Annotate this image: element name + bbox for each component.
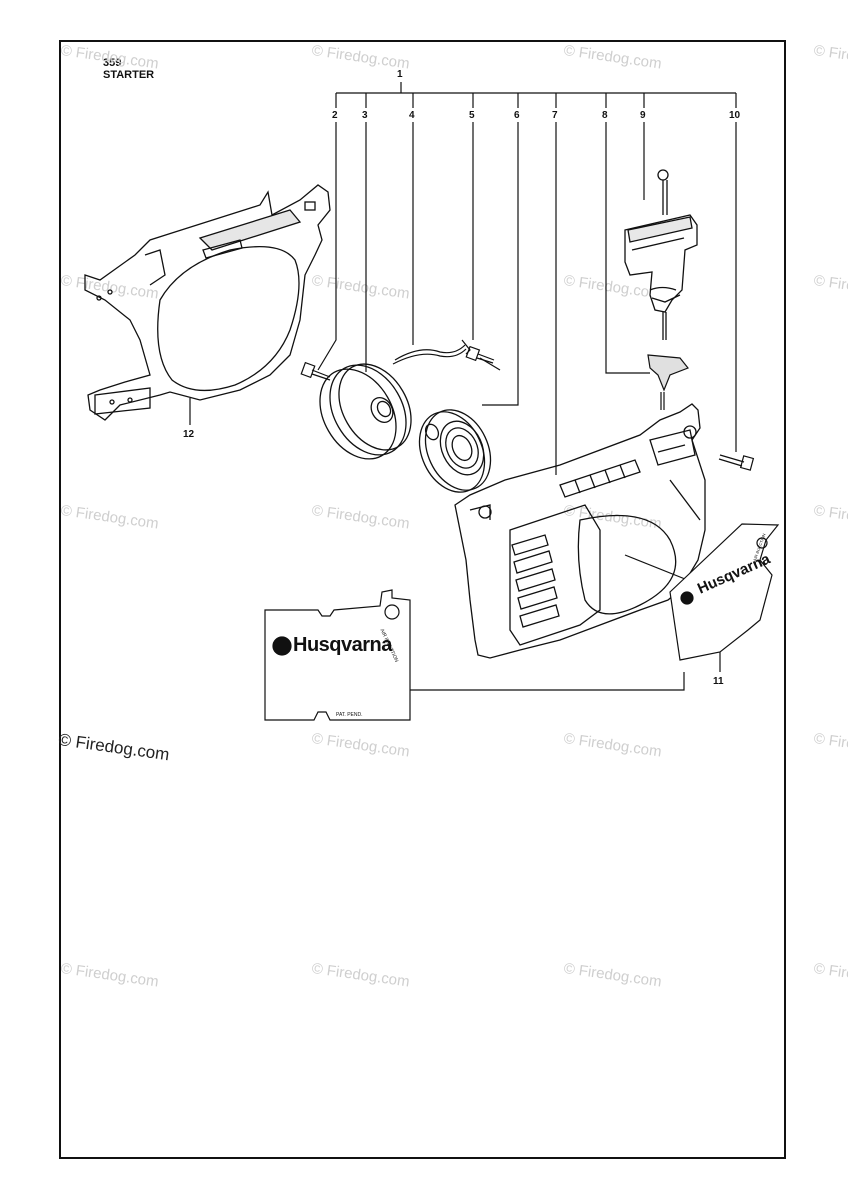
part-12-guard (84, 184, 331, 421)
diagram-title: STARTER (103, 69, 155, 81)
part-number-11: 11 (713, 676, 724, 687)
model-number: 359 (103, 57, 122, 69)
part-10-screw (718, 454, 755, 471)
part-7-starter-housing (454, 403, 706, 659)
part-4-spring (392, 339, 471, 365)
part-number-2: 2 (332, 110, 338, 121)
part-2-screw (300, 361, 331, 381)
part-number-7: 7 (552, 110, 558, 121)
part-number-3: 3 (362, 110, 368, 121)
part-number-10: 10 (729, 110, 741, 121)
decal-flat (264, 589, 411, 721)
part-number-9: 9 (640, 110, 646, 121)
part-number-1: 1 (397, 69, 403, 80)
diagram-frame (59, 40, 786, 1159)
decal-brand-logo: Husqvarna (293, 634, 392, 656)
leader-lines (189, 82, 737, 691)
part-number-8: 8 (602, 110, 608, 121)
part-number-6: 6 (514, 110, 520, 121)
part-6-spring-cassette (418, 409, 492, 493)
part-number-5: 5 (469, 110, 475, 121)
part-3-pulley (319, 363, 412, 460)
decal-patent-text: PAT. PEND. (336, 712, 363, 718)
part-5-screw (465, 345, 495, 364)
part-8-rope-guide (647, 354, 689, 410)
part-number-12: 12 (183, 429, 195, 440)
part-9-handle (624, 169, 698, 340)
part-11-decal (669, 523, 780, 661)
part-number-4: 4 (409, 110, 415, 121)
